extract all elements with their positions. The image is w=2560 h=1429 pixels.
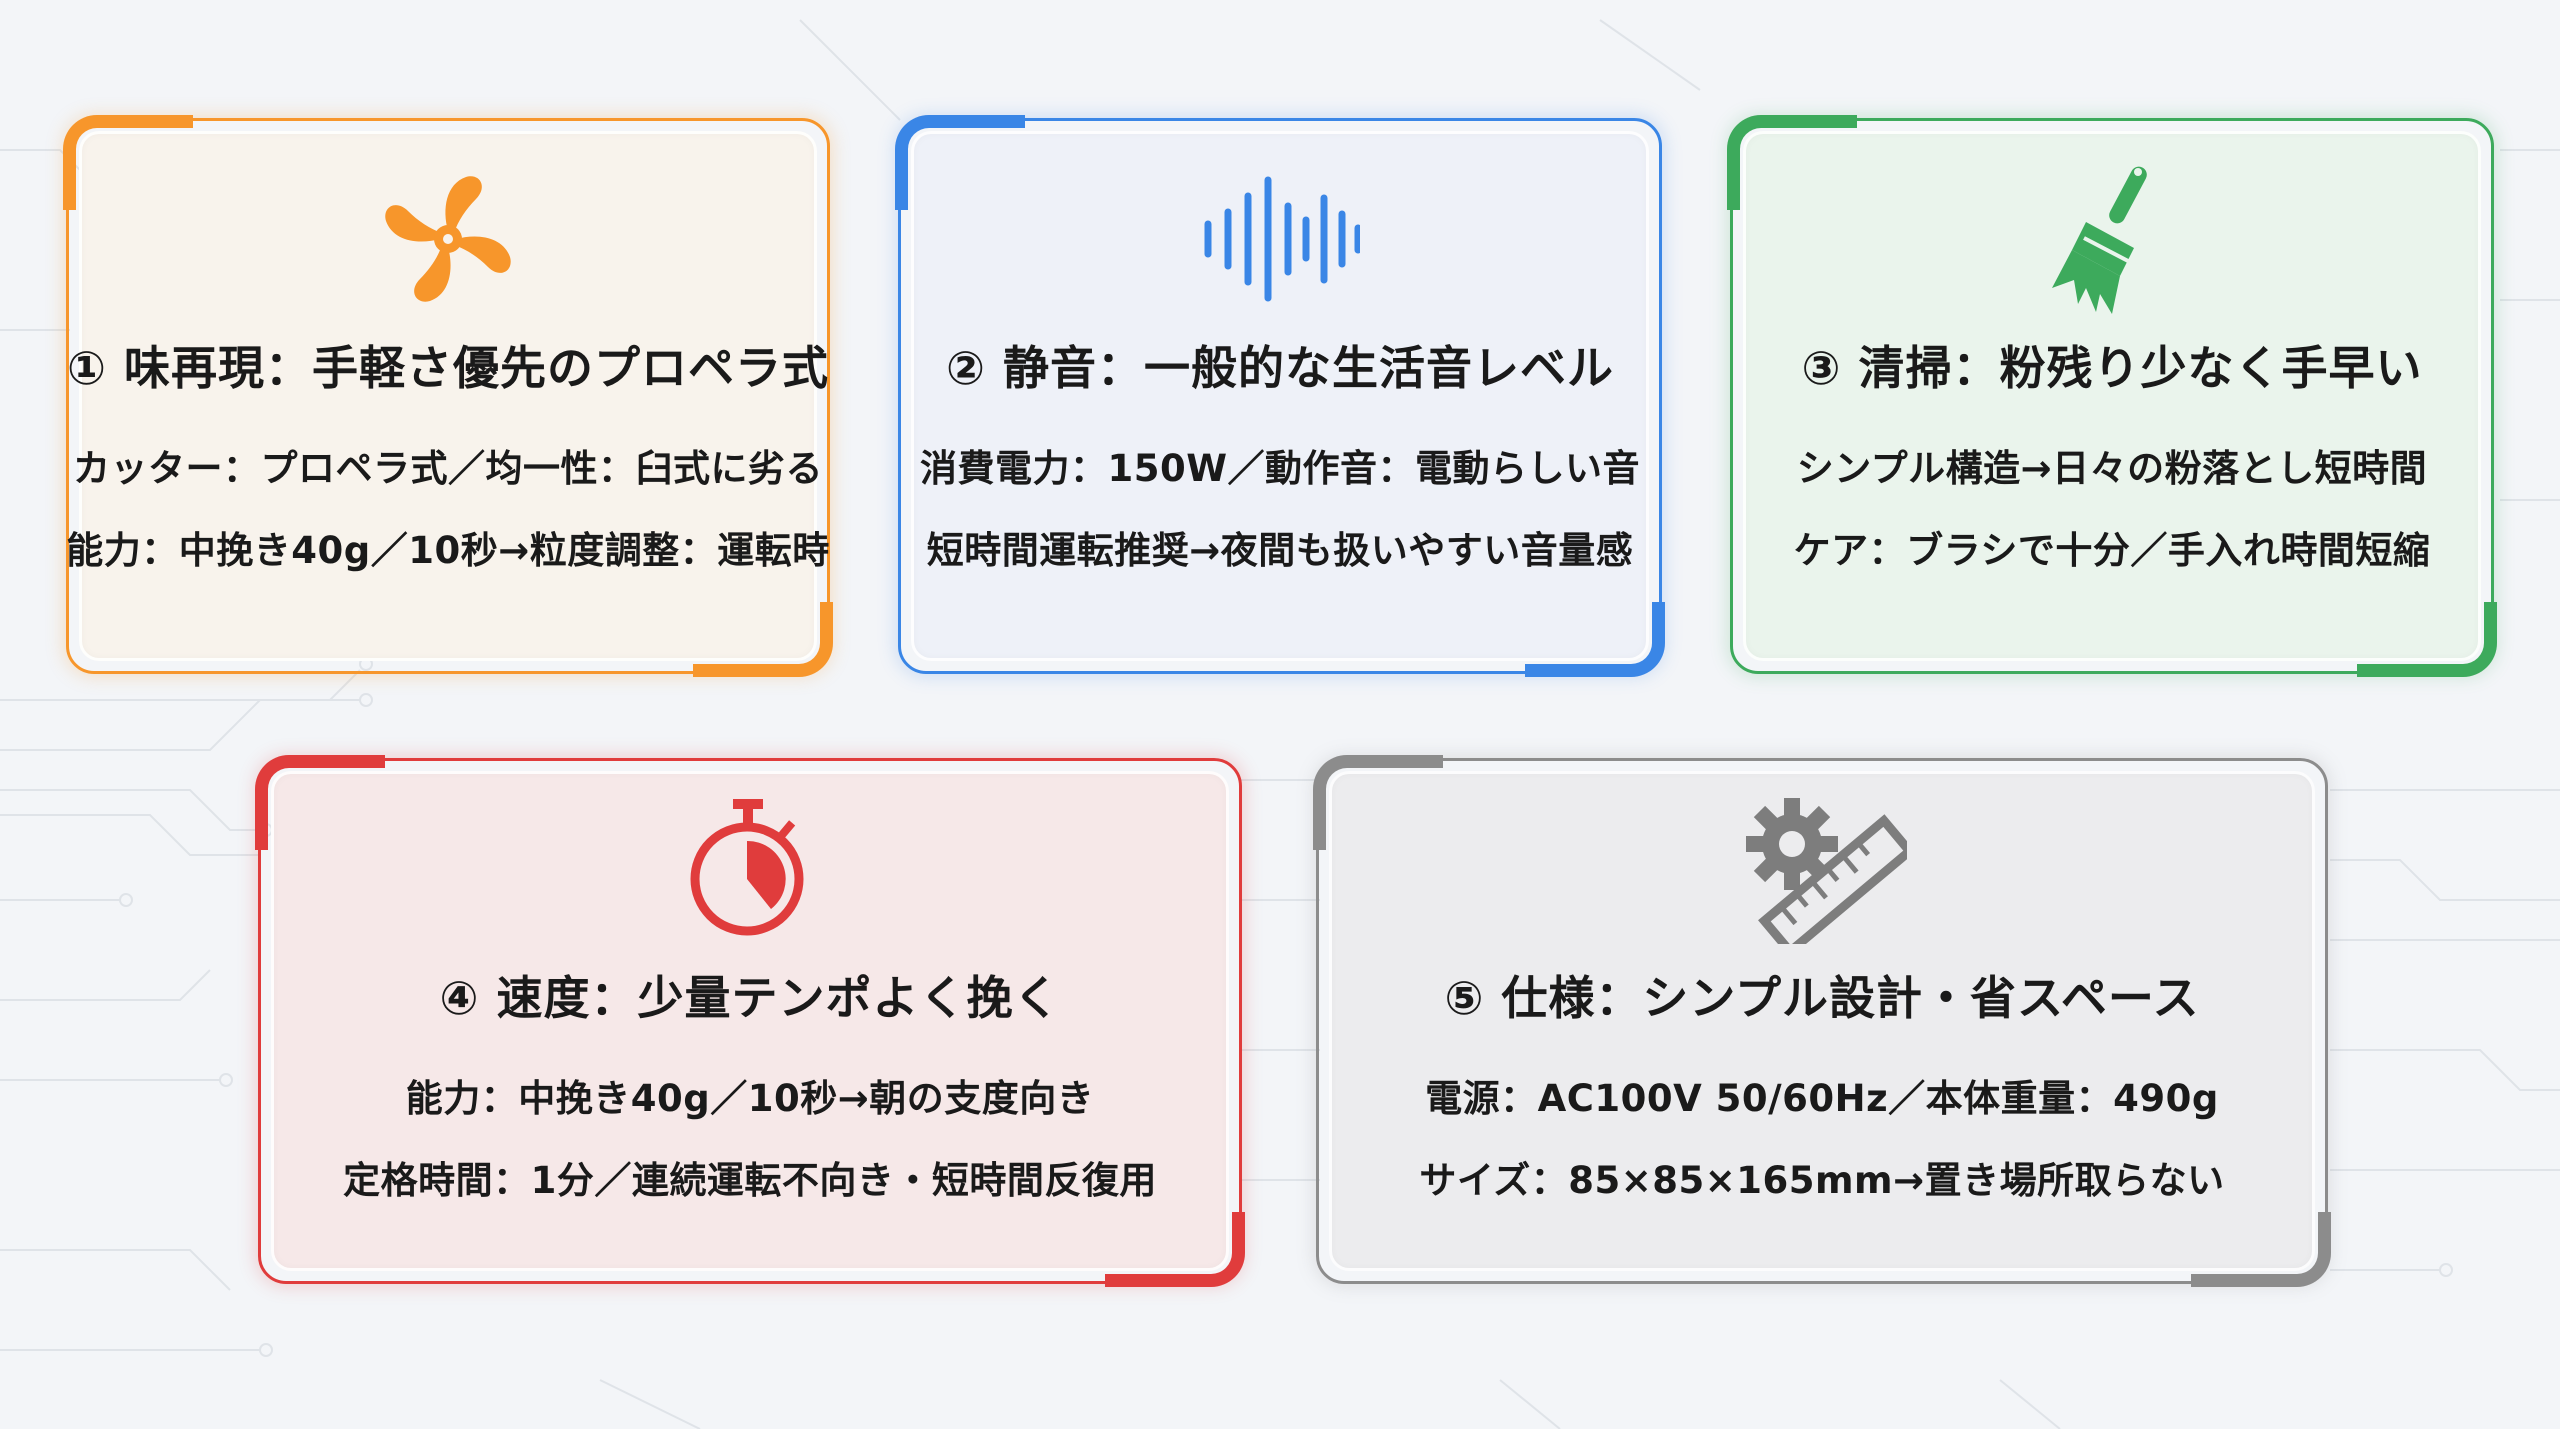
- corner-bracket: [895, 115, 1025, 210]
- card-detail-line: カッター：プロペラ式／均一性：臼式に劣る: [73, 447, 823, 490]
- gear-ruler-icon: [1737, 794, 1907, 944]
- card-title: ① 味再現：手軽さ優先のプロペラ式: [67, 341, 829, 395]
- card-detail-line: 定格時間：1分／連続運転不向き・短時間反復用: [343, 1159, 1157, 1202]
- card-detail-line: シンプル構造→日々の粉落とし短時間: [1796, 447, 2428, 490]
- card-detail-line: ケア：ブラシで十分／手入れ時間短縮: [1793, 529, 2431, 572]
- feature-card-speed: ④ 速度：少量テンポよく挽く 能力：中挽き40g／10秒→朝の支度向き 定格時間…: [255, 755, 1245, 1287]
- card-title: ③ 清掃：粉残り少なく手早い: [1801, 341, 2423, 395]
- corner-bracket: [1313, 755, 1443, 850]
- card-detail-line: 短時間運転推奨→夜間も扱いやすい音量感: [926, 529, 1634, 572]
- card-detail-line: サイズ：85×85×165mm→置き場所取らない: [1419, 1159, 2225, 1202]
- feature-card-quiet: ② 静音：一般的な生活音レベル 消費電力：150W／動作音：電動らしい音 短時間…: [895, 115, 1665, 677]
- corner-bracket: [63, 115, 193, 210]
- feature-card-flavor: ① 味再現：手軽さ優先のプロペラ式 カッター：プロペラ式／均一性：臼式に劣る 能…: [63, 115, 833, 677]
- propeller-icon: [378, 164, 518, 314]
- feature-card-spec: ⑤ 仕様：シンプル設計・省スペース 電源：AC100V 50/60Hz／本体重量…: [1313, 755, 2331, 1287]
- sound-wave-icon: [1200, 164, 1360, 314]
- card-detail-line: 消費電力：150W／動作音：電動らしい音: [919, 447, 1641, 490]
- card-title: ⑤ 仕様：シンプル設計・省スペース: [1444, 971, 2200, 1025]
- brush-icon: [2042, 164, 2182, 314]
- card-title: ④ 速度：少量テンポよく挽く: [439, 971, 1061, 1025]
- corner-bracket: [255, 755, 385, 850]
- card-detail-line: 電源：AC100V 50/60Hz／本体重量：490g: [1425, 1077, 2219, 1120]
- card-detail-line: 能力：中挽き40g／10秒→粒度調整：運転時: [66, 529, 830, 572]
- stopwatch-icon: [685, 794, 815, 944]
- card-detail-line: 能力：中挽き40g／10秒→朝の支度向き: [405, 1077, 1095, 1120]
- feature-card-cleaning: ③ 清掃：粉残り少なく手早い シンプル構造→日々の粉落とし短時間 ケア：ブラシで…: [1727, 115, 2497, 677]
- corner-bracket: [1727, 115, 1857, 210]
- card-title: ② 静音：一般的な生活音レベル: [946, 341, 1614, 395]
